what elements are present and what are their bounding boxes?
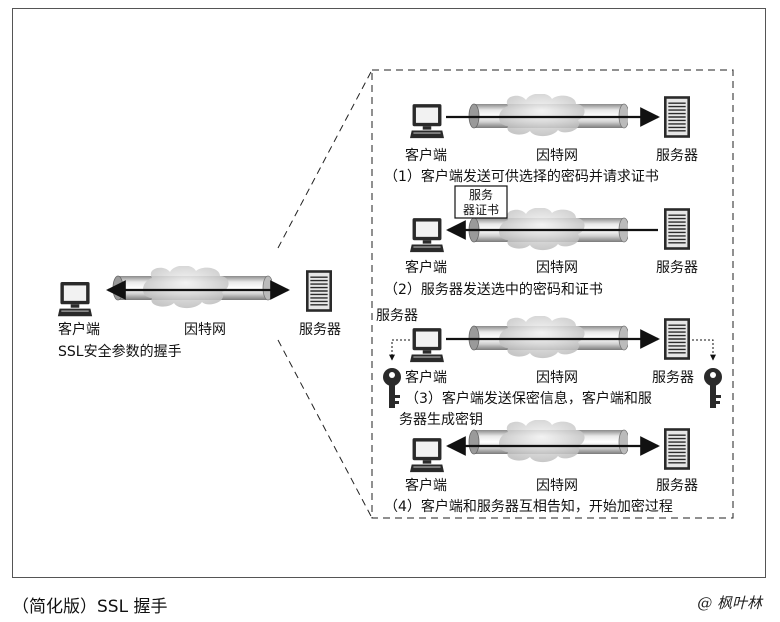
overview-client-label: 客户端: [58, 321, 100, 338]
overview-server-icon: [306, 269, 332, 313]
overview-client-icon: [57, 282, 93, 317]
step-4: 客户端 因特网 服务器 （4）客户端和服务器互相告知，开始加密过程: [384, 420, 698, 515]
step2-internet-label: 因特网: [536, 260, 578, 276]
step3-internet-label: 因特网: [536, 370, 578, 386]
step3-top-server-label: 服务器: [376, 308, 418, 324]
step1-caption: （1）客户端发送可供选择的密码并请求证书: [384, 168, 659, 185]
server-key-icon: [704, 368, 722, 408]
detail-box: [371, 69, 734, 519]
overview-internet-label: 因特网: [184, 322, 226, 338]
zoom-line-bottom: [277, 339, 373, 519]
step1-internet-pipe: [468, 94, 628, 137]
client-key-icon: [383, 368, 401, 408]
step-1: 客户端 因特网 服务器 （1）客户端发送可供选择的密码并请求证书: [384, 94, 698, 185]
figure-caption: （简化版）SSL 握手: [12, 597, 168, 617]
step2-client-icon: [410, 218, 444, 253]
figure-frame: [12, 8, 766, 578]
step3-server-label: 服务器: [652, 370, 694, 386]
step3-server-key-arrow: [692, 339, 716, 361]
step1-server-label: 服务器: [656, 148, 698, 164]
overview-server-label: 服务器: [299, 322, 341, 338]
step2-client-label: 客户端: [405, 259, 447, 276]
step2-server-icon: [664, 207, 690, 251]
step4-server-icon: [664, 427, 690, 471]
zoom-line-top: [277, 69, 373, 249]
step3-caption-line1: （3）客户端发送保密信息，客户端和服: [405, 390, 652, 407]
step4-client-icon: [410, 438, 444, 473]
overview-title: SSL安全参数的握手: [58, 343, 182, 360]
certificate-label-line1: 服务: [469, 187, 493, 202]
step1-internet-label: 因特网: [536, 148, 578, 164]
step3-server-icon: [664, 317, 690, 361]
step-3: 服务器 客户端 因特网 服务器 （3）客户端发送保密信息，客户端和服 务器生成密…: [376, 308, 722, 428]
step3-client-icon: [410, 328, 444, 363]
step-2: 服务 器证书 客户端 因特网 服务器 （2）服务器发送选中的密码和证书: [384, 185, 698, 298]
step4-server-label: 服务器: [656, 478, 698, 494]
step3-internet-pipe: [468, 316, 628, 359]
step1-server-icon: [664, 95, 690, 139]
step4-caption: （4）客户端和服务器互相告知，开始加密过程: [384, 498, 673, 515]
step3-client-key-arrow: [389, 339, 410, 361]
step2-caption: （2）服务器发送选中的密码和证书: [384, 281, 603, 298]
step1-client-label: 客户端: [405, 147, 447, 164]
step2-server-label: 服务器: [656, 260, 698, 276]
watermark: @ 枫叶林: [697, 594, 762, 612]
step1-client-icon: [410, 104, 444, 139]
overview-group: 客户端 因特网 服务器 SSL安全参数的握手: [57, 266, 341, 360]
overview-internet-pipe: [112, 266, 272, 309]
step3-caption-line2: 务器生成密钥: [399, 411, 483, 428]
step3-client-label: 客户端: [405, 369, 447, 386]
step4-internet-label: 因特网: [536, 478, 578, 494]
certificate-label-line2: 器证书: [463, 203, 499, 217]
step4-internet-pipe: [468, 420, 628, 463]
step4-client-label: 客户端: [405, 477, 447, 494]
server-certificate-box: [454, 185, 508, 219]
